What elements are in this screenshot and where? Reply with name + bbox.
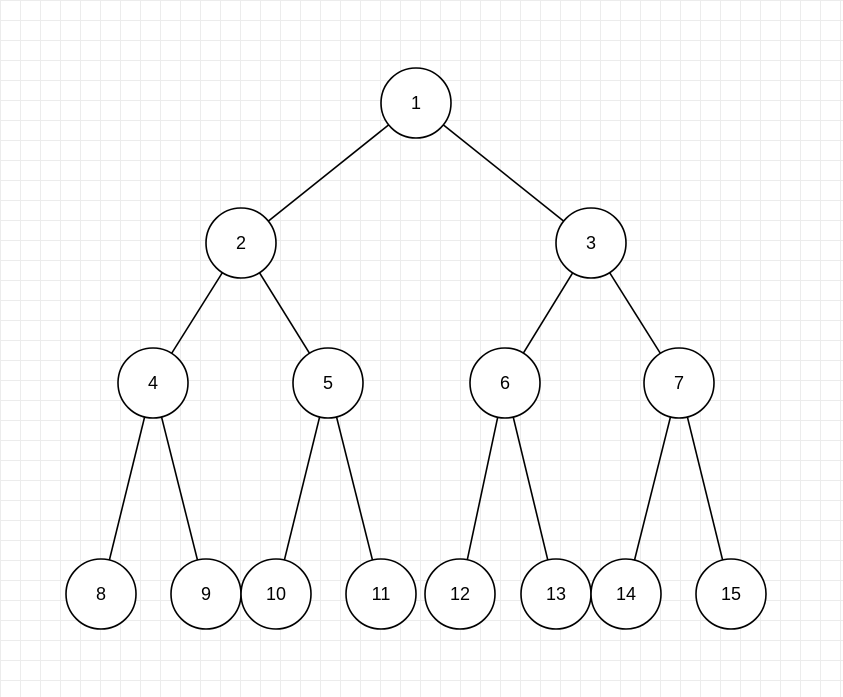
edge-2-5: [258, 272, 311, 354]
tree-node-5: 5: [292, 347, 364, 419]
tree-node-13: 13: [520, 558, 592, 630]
node-label: 12: [450, 584, 470, 604]
node-label: 3: [586, 233, 596, 253]
node-label: 5: [323, 373, 333, 393]
node-label: 6: [500, 373, 510, 393]
tree-node-3: 3: [555, 207, 627, 279]
node-circle: [240, 558, 312, 630]
tree-node-2: 2: [205, 207, 277, 279]
tree-node-8: 8: [65, 558, 137, 630]
tree-node-4: 4: [117, 347, 189, 419]
node-label: 1: [411, 93, 421, 113]
node-label: 4: [148, 373, 158, 393]
edge-5-11: [335, 416, 374, 561]
node-circle: [424, 558, 496, 630]
tree-node-7: 7: [643, 347, 715, 419]
node-circle: [469, 347, 541, 419]
node-circle: [292, 347, 364, 419]
tree-node-15: 15: [695, 558, 767, 630]
node-label: 8: [96, 584, 106, 604]
node-label: 2: [236, 233, 246, 253]
tree-node-9: 9: [170, 558, 242, 630]
edge-1-2: [267, 124, 390, 222]
edge-3-7: [608, 272, 662, 354]
edge-4-8: [108, 416, 146, 561]
node-label: 15: [721, 584, 741, 604]
edge-5-10: [283, 416, 321, 561]
node-label: 9: [201, 584, 211, 604]
node-circle: [555, 207, 627, 279]
node-circle: [590, 558, 662, 630]
tree-node-14: 14: [590, 558, 662, 630]
tree-node-11: 11: [345, 558, 417, 630]
node-label: 10: [266, 584, 286, 604]
edges-layer: [108, 124, 724, 561]
node-circle: [695, 558, 767, 630]
tree-node-10: 10: [240, 558, 312, 630]
tree-node-1: 1: [380, 67, 452, 139]
edge-3-6: [522, 272, 574, 354]
edge-4-9: [160, 416, 199, 561]
edge-1-3: [442, 124, 565, 222]
node-circle: [380, 67, 452, 139]
edge-7-15: [686, 416, 724, 561]
tree-node-12: 12: [424, 558, 496, 630]
node-circle: [65, 558, 137, 630]
node-label: 11: [372, 584, 391, 604]
node-circle: [117, 347, 189, 419]
node-circle: [345, 558, 417, 630]
node-label: 14: [616, 584, 636, 604]
node-circle: [643, 347, 715, 419]
node-label: 7: [674, 373, 684, 393]
edge-6-13: [512, 416, 549, 561]
tree-node-6: 6: [469, 347, 541, 419]
edge-7-14: [633, 416, 672, 561]
node-circle: [205, 207, 277, 279]
edge-2-4: [170, 272, 224, 354]
edge-6-12: [466, 417, 499, 560]
node-label: 13: [546, 584, 566, 604]
